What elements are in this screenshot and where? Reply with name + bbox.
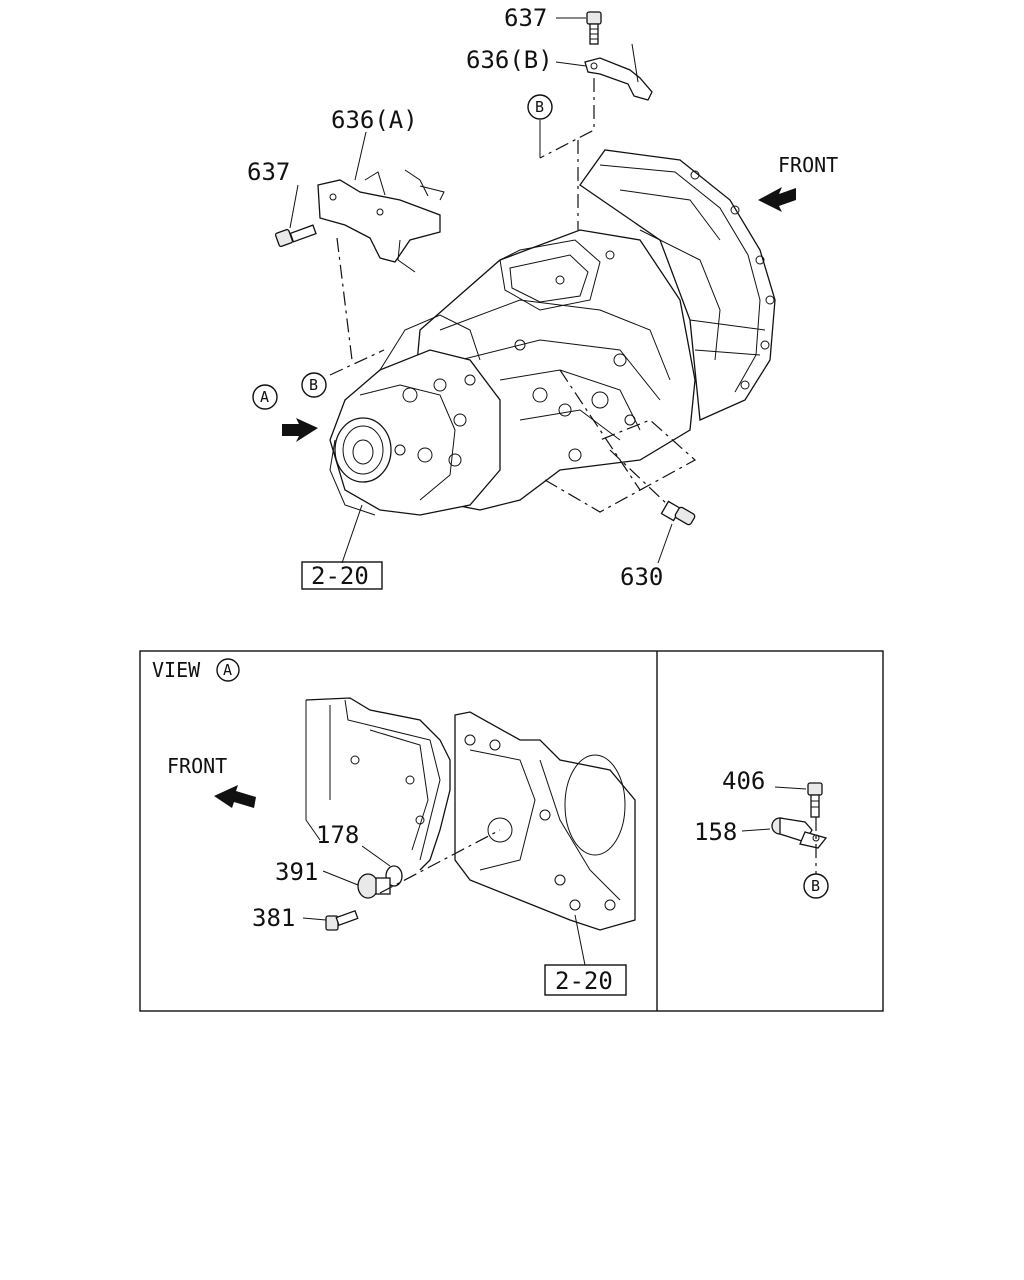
view-a-dashed-path [379, 829, 501, 894]
bolt-381 [325, 909, 359, 931]
bracket-636b [584, 43, 653, 101]
switch-630 [660, 500, 696, 526]
marker-circle-a [252, 384, 278, 410]
label-158: 158 [694, 818, 737, 846]
ref-box-view-a [544, 964, 627, 996]
marker-circle-b-side [803, 873, 829, 899]
label-637-top: 637 [504, 4, 547, 32]
label-391: 391 [275, 858, 318, 886]
view-a-title-circle [216, 658, 240, 682]
transmission-assembly [329, 149, 776, 516]
front-label-main: FRONT [778, 153, 838, 177]
front-arrow [758, 187, 796, 212]
view-a-title: VIEW [152, 658, 201, 682]
ref-box-main [301, 561, 383, 590]
label-637-left: 637 [247, 158, 290, 186]
marker-circle-b-top [527, 94, 553, 120]
label-636b: 636(B) [466, 46, 553, 74]
marker-b-top-letter: B [535, 98, 544, 116]
ref-box-main-label[interactable]: 2-20 [311, 562, 369, 590]
marker-circle-b-left [301, 372, 327, 398]
bolt-406 [807, 782, 823, 818]
detail-frame [139, 650, 884, 1012]
label-381: 381 [252, 904, 295, 932]
connector-158 [771, 817, 828, 849]
front-arrow-view-a [214, 785, 256, 808]
sensor-391 [357, 873, 391, 899]
label-406: 406 [722, 767, 765, 795]
marker-a-letter: A [260, 388, 269, 406]
label-630: 630 [620, 563, 663, 591]
label-178: 178 [316, 821, 359, 849]
marker-b-side-letter: B [811, 877, 820, 895]
view-a-case [305, 697, 636, 931]
detail-panels: VIEW A FRONT [139, 650, 884, 1012]
front-label-view-a: FRONT [167, 754, 227, 778]
bolt-637-left [274, 224, 317, 248]
main-view: 637 636(B) 636(A) 637 630 2-20 FRONT B B… [247, 4, 838, 591]
bolt-637-top [586, 11, 602, 45]
marker-b-left-letter: B [309, 376, 318, 394]
view-a-title-marker: A [223, 661, 232, 679]
label-636a: 636(A) [331, 106, 418, 134]
view-a-arrow [282, 418, 318, 442]
bracket-636a [317, 169, 445, 273]
ref-box-view-a-label[interactable]: 2-20 [555, 967, 613, 995]
